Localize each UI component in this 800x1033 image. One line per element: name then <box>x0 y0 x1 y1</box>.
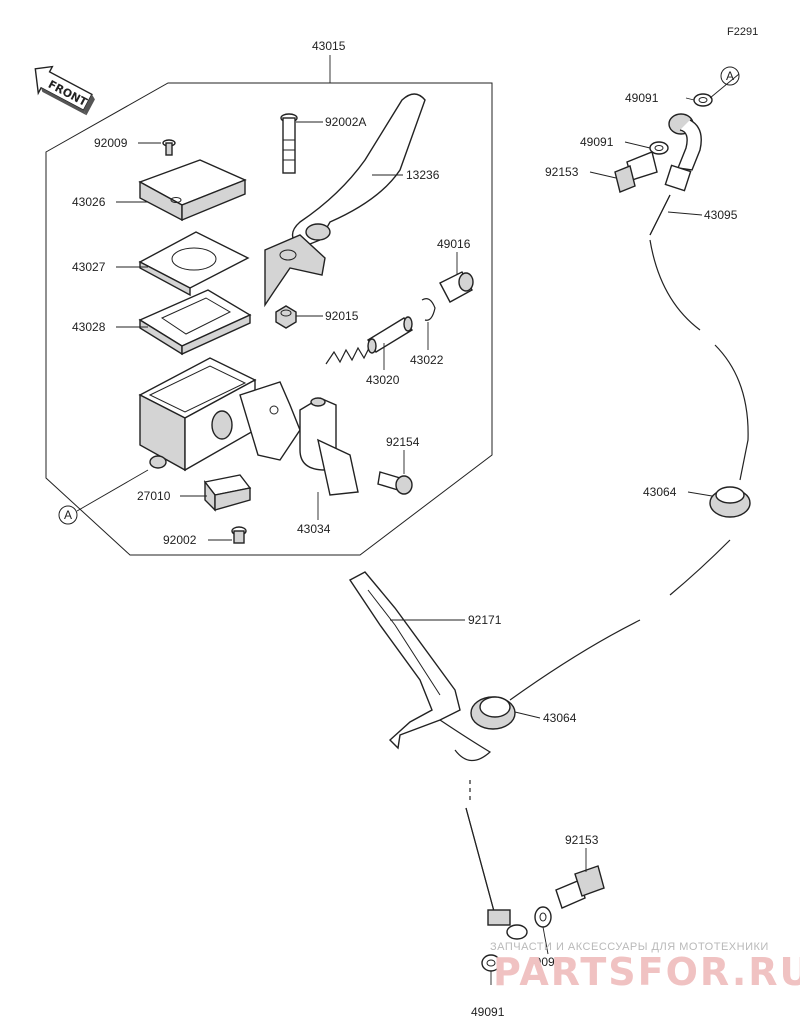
handlebar-clamp-icon <box>299 397 359 496</box>
screw-92009-icon <box>162 139 176 156</box>
dust-boot-icon <box>439 271 474 303</box>
screw-92002-icon <box>231 526 247 544</box>
label-92154: 92154 <box>386 435 420 449</box>
diaphragm-plate-icon <box>138 289 252 356</box>
clutch-switch-icon <box>203 474 252 512</box>
label-43034: 43034 <box>297 522 331 536</box>
label-92009: 92009 <box>94 136 128 150</box>
label-43026: 43026 <box>72 195 106 209</box>
front-arrow-icon: FRONT <box>34 65 95 116</box>
nut-92015-icon <box>275 305 297 329</box>
hose-bracket-icon <box>348 571 492 762</box>
label-43020: 43020 <box>366 373 400 387</box>
watermark-tagline: ЗАПЧАСТИ И АКСЕССУАРЫ ДЛЯ МОТОТЕХНИКИ <box>490 941 769 953</box>
banjo-bolt-bottom-icon <box>555 865 605 909</box>
label-92002: 92002 <box>163 533 197 547</box>
clutch-lever-icon <box>264 93 426 308</box>
diaphragm-icon <box>138 231 250 297</box>
circlip-icon <box>421 298 436 321</box>
ref-a-top: A <box>720 66 740 86</box>
label-43095: 43095 <box>704 208 738 222</box>
label-92002A: 92002A <box>325 115 366 129</box>
master-cylinder-body-icon <box>138 357 301 472</box>
label-49091-b: 49091 <box>580 135 614 149</box>
clamp-bolt-icon <box>377 471 413 495</box>
svg-text:A: A <box>64 508 72 522</box>
label-43028: 43028 <box>72 320 106 334</box>
ref-a-left: A <box>58 505 78 525</box>
pivot-bolt-icon <box>280 113 298 174</box>
svg-text:A: A <box>726 69 734 83</box>
label-43015: 43015 <box>312 39 346 53</box>
label-43022: 43022 <box>410 353 444 367</box>
label-49091-c: 49091 <box>528 955 562 969</box>
diagram-code: F2291 <box>727 26 758 38</box>
reservoir-cap-icon <box>138 159 247 222</box>
assembly-outline <box>45 82 493 556</box>
hose-fitting-top-icon <box>664 113 702 192</box>
grommet-upper-icon <box>709 486 751 518</box>
label-92153-b: 92153 <box>565 833 599 847</box>
piston-kit-icon <box>325 316 413 365</box>
clutch-hose-line <box>509 239 749 701</box>
banjo-bolt-top-icon <box>614 151 658 193</box>
label-49091-a: 49091 <box>625 91 659 105</box>
washer-bottom-1-icon <box>534 906 552 928</box>
label-27010: 27010 <box>137 489 171 503</box>
label-92171: 92171 <box>468 613 502 627</box>
label-43064-b: 43064 <box>543 711 577 725</box>
label-92015: 92015 <box>325 309 359 323</box>
hose-fitting-bottom-icon <box>487 909 528 940</box>
label-43027: 43027 <box>72 260 106 274</box>
label-49016: 49016 <box>437 237 471 251</box>
grommet-lower-icon <box>470 696 516 730</box>
leader-lines <box>76 55 740 985</box>
label-92153-a: 92153 <box>545 165 579 179</box>
watermark-brand: PARTSFOR.RU <box>493 950 800 994</box>
label-49091-d: 49091 <box>471 1005 505 1019</box>
washer-top-1-icon <box>693 93 713 107</box>
label-13236: 13236 <box>406 168 440 182</box>
label-43064-a: 43064 <box>643 485 677 499</box>
